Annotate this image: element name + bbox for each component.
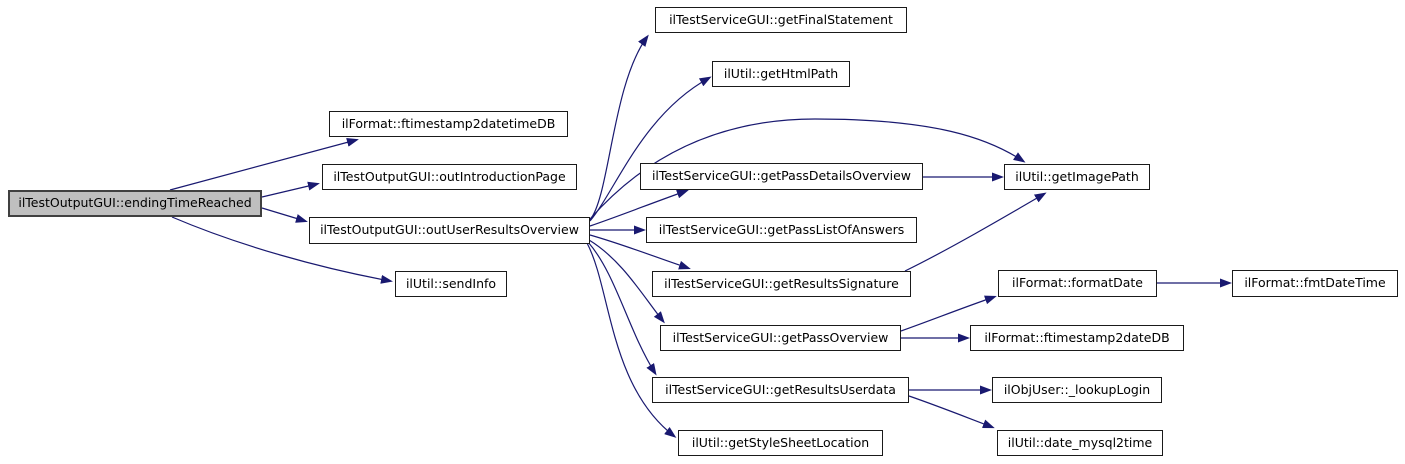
edge-get-results-userdata-to-date-mysql2time xyxy=(908,395,995,429)
node-get-pass-list-of-answers[interactable]: ilTestServiceGUI::getPassListOfAnswers xyxy=(646,217,917,243)
node-lookup-login[interactable]: ilObjUser::_lookupLogin xyxy=(992,377,1162,403)
edge-root-to-send-info xyxy=(171,216,393,284)
node-get-style-sheet-location[interactable]: ilUtil::getStyleSheetLocation xyxy=(678,430,883,456)
node-get-final-statement[interactable]: ilTestServiceGUI::getFinalStatement xyxy=(655,7,907,33)
edge-out-user-results-overview-to-get-results-signature xyxy=(589,234,691,270)
edge-out-user-results-overview-to-get-pass-overview xyxy=(588,239,665,324)
node-get-pass-details-overview[interactable]: ilTestServiceGUI::getPassDetailsOverview xyxy=(640,163,923,190)
node-ftimestamp2datetime-db[interactable]: ilFormat::ftimestamp2datetimeDB xyxy=(329,111,568,137)
node-get-html-path[interactable]: ilUtil::getHtmlPath xyxy=(712,61,850,87)
node-get-results-signature[interactable]: ilTestServiceGUI::getResultsSignature xyxy=(652,271,911,297)
node-format-date[interactable]: ilFormat::formatDate xyxy=(998,270,1157,297)
edge-root-to-out-introduction-page xyxy=(261,181,320,198)
node-out-introduction-page[interactable]: ilTestOutputGUI::outIntroductionPage xyxy=(322,164,577,190)
node-get-results-userdata[interactable]: ilTestServiceGUI::getResultsUserdata xyxy=(652,377,909,403)
node-send-info[interactable]: ilUtil::sendInfo xyxy=(395,271,507,297)
node-date-mysql2time[interactable]: ilUtil::date_mysql2time xyxy=(997,430,1163,456)
node-fmt-date-time[interactable]: ilFormat::fmtDateTime xyxy=(1232,270,1398,297)
edge-root-to-out-user-results-overview xyxy=(261,207,308,223)
node-out-user-results-overview[interactable]: ilTestOutputGUI::outUserResultsOverview xyxy=(309,217,590,244)
edge-out-user-results-overview-to-get-pass-details-overview xyxy=(589,189,689,227)
edge-out-user-results-overview-to-get-style-sheet-location xyxy=(586,242,677,438)
node-ending-time-reached: ilTestOutputGUI::endingTimeReached xyxy=(8,190,262,217)
edge-root-to-ftimestamp2datetime-db xyxy=(169,137,359,191)
edge-get-pass-overview-to-format-date xyxy=(900,295,997,332)
edge-out-user-results-overview-to-get-results-userdata xyxy=(587,241,657,376)
node-get-pass-overview[interactable]: ilTestServiceGUI::getPassOverview xyxy=(660,325,901,351)
edge-get-results-signature-to-get-image-path xyxy=(904,192,1047,272)
node-get-image-path[interactable]: ilUtil::getImagePath xyxy=(1004,164,1150,190)
edge-out-user-results-overview-to-get-image-path xyxy=(589,118,1026,220)
edge-out-user-results-overview-to-get-final-statement xyxy=(589,34,649,221)
node-ftimestamp2date-db[interactable]: ilFormat::ftimestamp2dateDB xyxy=(970,325,1184,351)
